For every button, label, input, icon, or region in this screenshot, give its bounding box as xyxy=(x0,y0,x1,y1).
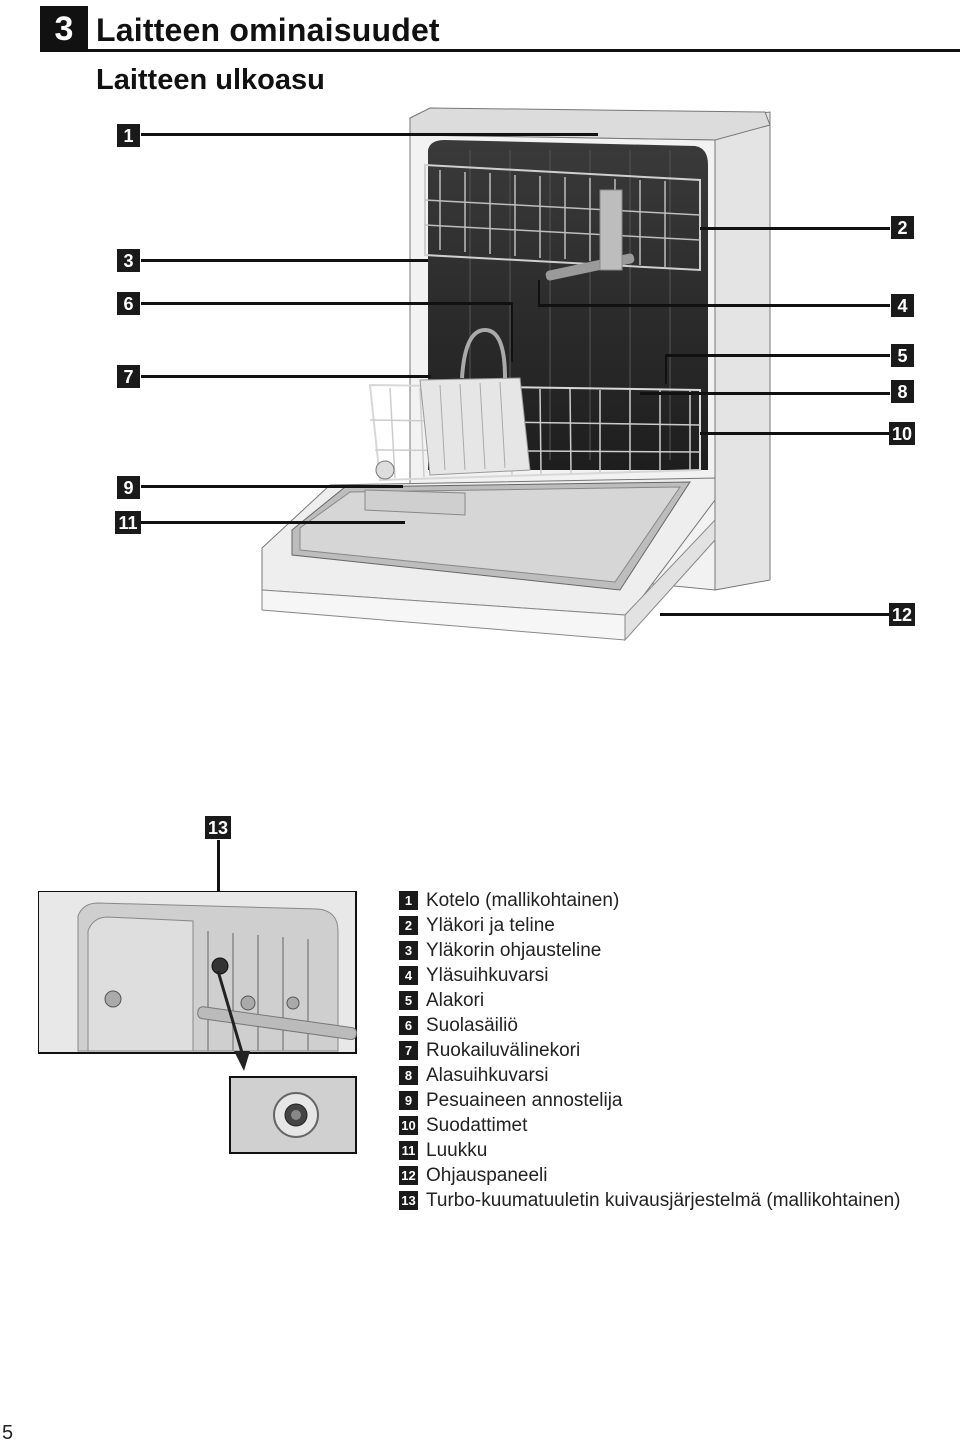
legend-text: Alasuihkuvarsi xyxy=(426,1064,549,1086)
leader-connector-4 xyxy=(538,280,540,306)
legend-item: 6 Suolasäiliö xyxy=(399,1013,901,1038)
callout-7: 7 xyxy=(117,365,140,388)
callout-13: 13 xyxy=(205,816,231,839)
legend-item: 12 Ohjauspaneeli xyxy=(399,1163,901,1188)
legend-text: Kotelo (mallikohtainen) xyxy=(426,889,620,911)
legend-item: 13 Turbo-kuumatuuletin kuivausjärjestelmä… xyxy=(399,1188,901,1213)
leader-line-8 xyxy=(640,392,890,395)
legend-text: Suodattimet xyxy=(426,1114,528,1136)
legend-text: Yläkorin ohjausteline xyxy=(426,939,602,961)
callout-4: 4 xyxy=(891,294,914,317)
leader-line-9 xyxy=(141,485,403,488)
legend-item: 4 Yläsuihkuvarsi xyxy=(399,963,901,988)
legend-item: 5 Alakori xyxy=(399,988,901,1013)
legend-number: 10 xyxy=(399,1116,418,1135)
leader-line-3 xyxy=(141,259,428,262)
leader-line-12 xyxy=(660,613,890,616)
legend-item: 11 Luukku xyxy=(399,1138,901,1163)
legend-item: 1 Kotelo (mallikohtainen) xyxy=(399,888,901,913)
chapter-number-badge: 3 xyxy=(40,6,88,52)
legend-item: 10 Suodattimet xyxy=(399,1113,901,1138)
legend-number: 7 xyxy=(399,1041,418,1060)
leader-line-6 xyxy=(141,302,513,305)
legend-text: Ohjauspaneeli xyxy=(426,1164,548,1186)
legend-text: Yläsuihkuvarsi xyxy=(426,964,549,986)
legend-item: 3 Yläkorin ohjausteline xyxy=(399,938,901,963)
legend-number: 11 xyxy=(399,1141,418,1160)
legend-number: 6 xyxy=(399,1016,418,1035)
legend-number: 2 xyxy=(399,916,418,935)
chapter-title: Laitteen ominaisuudet xyxy=(96,12,440,48)
chapter-title-rule xyxy=(88,49,960,52)
leader-line-2 xyxy=(700,227,890,230)
legend-number: 12 xyxy=(399,1166,418,1185)
leader-connector-6 xyxy=(511,302,513,362)
legend-item: 7 Ruokailuvälinekori xyxy=(399,1038,901,1063)
parts-legend: 1 Kotelo (mallikohtainen) 2 Yläkori ja tel… xyxy=(399,888,901,1213)
legend-text: Turbo-kuumatuuletin kuivausjärjestelmä (… xyxy=(426,1189,901,1211)
legend-text: Yläkori ja teline xyxy=(426,914,555,936)
callout-1: 1 xyxy=(117,124,140,147)
turbo-dryer-illustration xyxy=(38,891,357,1154)
callout-10: 10 xyxy=(889,422,915,445)
callout-9: 9 xyxy=(117,476,140,499)
leader-connector-5 xyxy=(665,354,667,384)
legend-item: 2 Yläkori ja teline xyxy=(399,913,901,938)
section-title: Laitteen ulkoasu xyxy=(96,64,325,96)
callout-11: 11 xyxy=(115,511,141,534)
legend-number: 3 xyxy=(399,941,418,960)
callout-8: 8 xyxy=(891,380,914,403)
callout-12: 12 xyxy=(889,603,915,626)
legend-number: 4 xyxy=(399,966,418,985)
legend-number: 13 xyxy=(399,1191,418,1210)
legend-number: 8 xyxy=(399,1066,418,1085)
leader-line-4 xyxy=(538,304,890,307)
leader-line-10 xyxy=(700,432,890,435)
page-number: 5 xyxy=(2,1422,14,1444)
legend-text: Alakori xyxy=(426,989,485,1011)
legend-text: Ruokailuvälinekori xyxy=(426,1039,581,1061)
leader-line-7 xyxy=(141,375,431,378)
legend-item: 8 Alasuihkuvarsi xyxy=(399,1063,901,1088)
legend-text: Luukku xyxy=(426,1139,488,1161)
leader-line-5 xyxy=(665,354,890,357)
legend-number: 1 xyxy=(399,891,418,910)
callout-5: 5 xyxy=(891,344,914,367)
callout-6: 6 xyxy=(117,292,140,315)
callout-2: 2 xyxy=(891,216,914,239)
legend-number: 5 xyxy=(399,991,418,1010)
leader-line-11 xyxy=(141,521,405,524)
callout-3: 3 xyxy=(117,249,140,272)
legend-item: 9 Pesuaineen annostelija xyxy=(399,1088,901,1113)
legend-text: Suolasäiliö xyxy=(426,1014,518,1036)
legend-text: Pesuaineen annostelija xyxy=(426,1089,623,1111)
legend-number: 9 xyxy=(399,1091,418,1110)
leader-line-1 xyxy=(141,133,598,136)
